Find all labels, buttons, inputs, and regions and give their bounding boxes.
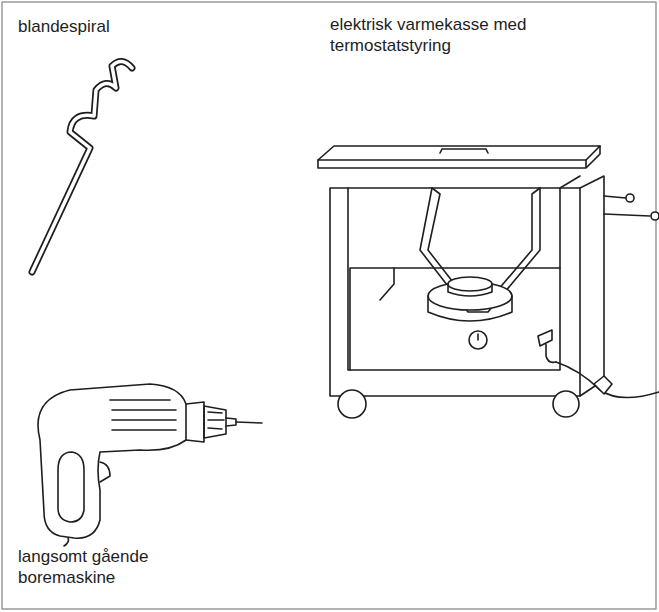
part-label: blandespiral — [18, 16, 218, 37]
part-label: langsomt gående boremaskine — [18, 546, 193, 588]
mixing-spiral — [32, 61, 132, 272]
drill — [38, 384, 262, 546]
part-label: elektrisk varmekasse med termostatstyrin… — [330, 14, 630, 56]
heating-box — [318, 146, 659, 418]
